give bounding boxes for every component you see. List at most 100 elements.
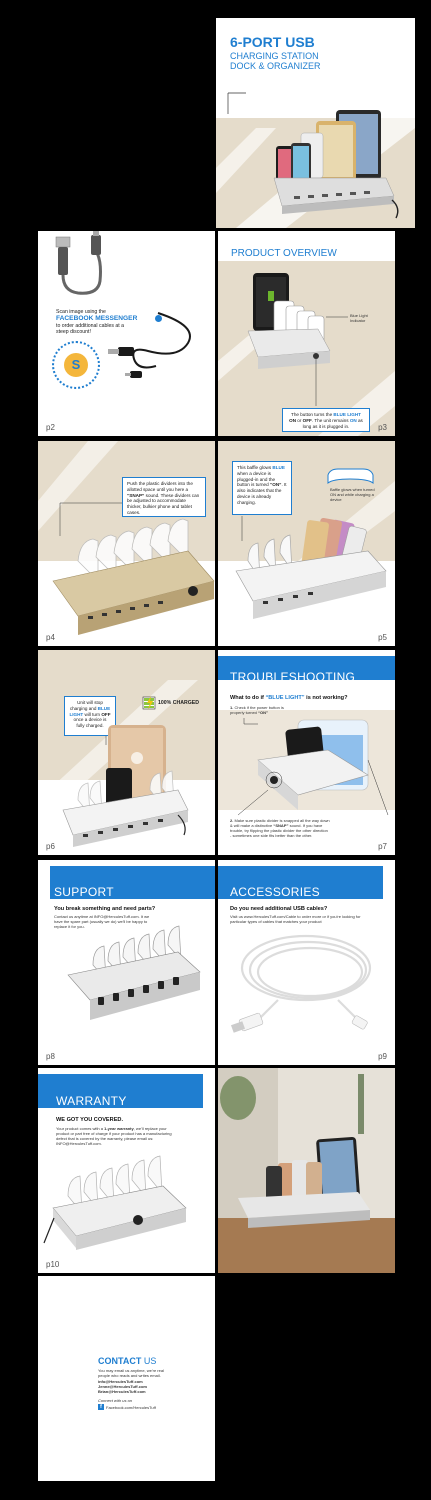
scan-text-3: steep discount! (56, 329, 91, 335)
button-text-1: The button turns the (291, 412, 333, 417)
page9-title-bar (218, 866, 383, 899)
page10-title-bar (38, 1074, 203, 1108)
messenger-icon (155, 315, 162, 322)
warranty-dock-image (43, 1155, 187, 1250)
baffle-callout: This baffle glows BLUE when a device is … (232, 461, 292, 515)
step1-on: “ON” (258, 710, 269, 715)
button-on-label-2: ON (349, 417, 357, 423)
baffle-text-2: when a device is plugged-in and the butt… (237, 470, 276, 488)
page7-title-bar (218, 656, 395, 680)
contact-email-2[interactable]: Jenne@HerculesTuff.com (98, 1384, 147, 1389)
page-number: p3 (378, 423, 387, 432)
question-text-1: What to do if (230, 695, 264, 701)
step2-snap: “SNAP” (273, 823, 289, 828)
charged-label: 100% CHARGED (158, 700, 199, 706)
step-2: 2. Make sure plastic divider is snapped … (230, 818, 330, 838)
off-label: OFF (101, 711, 111, 717)
page-number: p10 (46, 1260, 60, 1269)
on-label: “ON” (269, 482, 282, 488)
blue-light-label: BLUE LIGHT (333, 412, 361, 417)
troubleshoot-image (237, 718, 389, 816)
baffle-text-1: This baffle glows (237, 465, 272, 470)
button-off-label: OFF (302, 417, 312, 423)
contact-page: CONTACT US You may email us anytime, we'… (38, 1276, 215, 1481)
scan-code-inner: S (64, 353, 88, 377)
step2-number: 2. (230, 818, 234, 823)
facebook-messenger-label[interactable]: FACEBOOK MESSENGER (56, 315, 138, 322)
page-number: p6 (46, 842, 55, 851)
step2-text-a: Make sure plastic divider is snapped all… (230, 818, 330, 828)
contact-email-1[interactable]: info@HerculesTuff.com (98, 1379, 143, 1384)
button-text-2: . The unit remains (311, 417, 349, 423)
blue-light-indicator-label: Blue Light Indicator (350, 313, 368, 323)
dividers-text-1: Push the plastic dividers into the allot… (127, 481, 193, 492)
cover-product-image (273, 110, 399, 219)
warranty-heading: WE GOT YOU COVERED. (56, 1117, 124, 1123)
page10-title: WARRANTY (56, 1094, 127, 1108)
step1-text-a: Check if the power button is (234, 705, 284, 710)
page8-title: SUPPORT (54, 885, 114, 899)
facebook-icon: f (98, 1404, 104, 1410)
warranty-text-1: Your product comes with a (56, 1126, 103, 1131)
white-charging-dock-image (235, 517, 387, 619)
page-number: p5 (378, 633, 387, 642)
snap-label: “SNAP” (127, 492, 145, 498)
page8-title-bar (50, 866, 215, 899)
facebook-link[interactable]: Facebook.com/HerculesTuff (106, 1405, 156, 1410)
step-1: 1. Check if the power button is properly… (230, 705, 290, 715)
warranty-body: Your product comes with a 1-year warrant… (56, 1126, 172, 1146)
cover-page: 6-PORT USB CHARGING STATION DOCK & ORGAN… (216, 18, 415, 228)
page-5: Baffle glows when turned ON and while ch… (218, 441, 395, 646)
cover-title-line1: 6-PORT USB (230, 34, 315, 50)
support-heading: You break something and need parts? (54, 906, 156, 912)
accessories-body: Visit us www.HerculesTuff.com/Cable to o… (230, 914, 361, 924)
question-blue-light: “BLUE LIGHT” (265, 695, 305, 701)
page-number: p9 (378, 1052, 387, 1061)
lifestyle-photo (218, 1068, 395, 1273)
cover-title-line2: CHARGING STATION (230, 51, 319, 61)
contact-email-3[interactable]: Brian@HerculesTuff.com (98, 1389, 146, 1394)
button-or-label: or (297, 417, 302, 423)
cable-image (55, 231, 191, 378)
warranty-bold: 1-year warranty (104, 1126, 134, 1131)
button-text-3: as long as it is plugged in. (302, 417, 363, 429)
scan-text-1: Scan image using the (56, 309, 106, 315)
blue-light-label: BLUE LIGHT (69, 705, 111, 717)
page-number: p7 (378, 842, 387, 851)
page-number: p8 (46, 1052, 55, 1061)
dividers-callout: Push the plastic dividers into the allot… (122, 477, 206, 517)
baffle-caption: Baffle glows when turned ON and while ch… (330, 487, 375, 502)
step2-text-b: sound. If you have trouble, try flipping… (230, 823, 328, 838)
lifestyle-photo-page (218, 1068, 395, 1273)
page-2: Scan image using the FACEBOOK MESSENGER … (38, 231, 215, 436)
page-3: PRODUCT OVERVIEW Blue Light Indicator Th… (218, 231, 395, 436)
accessories-heading: Do you need additional USB cables? (230, 906, 328, 912)
connect-label: Connect with us on (98, 1398, 133, 1403)
dividers-text-2: sound. These dividers can be adjusted to… (127, 492, 200, 515)
step1-text-b: properly turned (230, 710, 257, 715)
messenger-scan-code[interactable]: S (52, 341, 100, 389)
page-4: Push the plastic dividers into the allot… (38, 441, 215, 646)
stop-charging-callout: Unit will stop charging and BLUE LIGHT w… (64, 696, 116, 736)
page3-title: PRODUCT OVERVIEW (231, 248, 337, 259)
page-10: WARRANTY WE GOT YOU COVERED. Your produc… (38, 1068, 215, 1273)
page-7: TROUBLESHOOTING What to do if “BLUE LIGH… (218, 650, 395, 855)
warranty-text-2: , we'll replace your product or part fre… (56, 1126, 172, 1146)
contact-title: CONTACT US (98, 1356, 156, 1366)
question-text-2: is not working? (306, 695, 348, 701)
battery-charged-icon (142, 696, 156, 710)
usb-cable-image (230, 934, 372, 1033)
page-8: SUPPORT You break something and need par… (38, 860, 215, 1065)
page-number: p2 (46, 423, 55, 432)
scan-text-2: to order additional cables at a (56, 323, 125, 329)
step1-number: 1. (230, 705, 234, 710)
contact-title-bold: CONTACT (98, 1356, 142, 1366)
baffle-text-3: . It also indicates that the device is a… (237, 482, 287, 505)
product-overview-image (247, 273, 348, 406)
page7-title: TROUBLESHOOTING (230, 670, 356, 684)
troubleshoot-question: What to do if “BLUE LIGHT” is not workin… (230, 695, 348, 701)
tablet-dock-image (62, 725, 189, 847)
contact-title-rest: US (141, 1356, 157, 1366)
button-on-label: ON (289, 417, 297, 423)
stop-text-1: Unit will stop charging and (69, 700, 103, 711)
